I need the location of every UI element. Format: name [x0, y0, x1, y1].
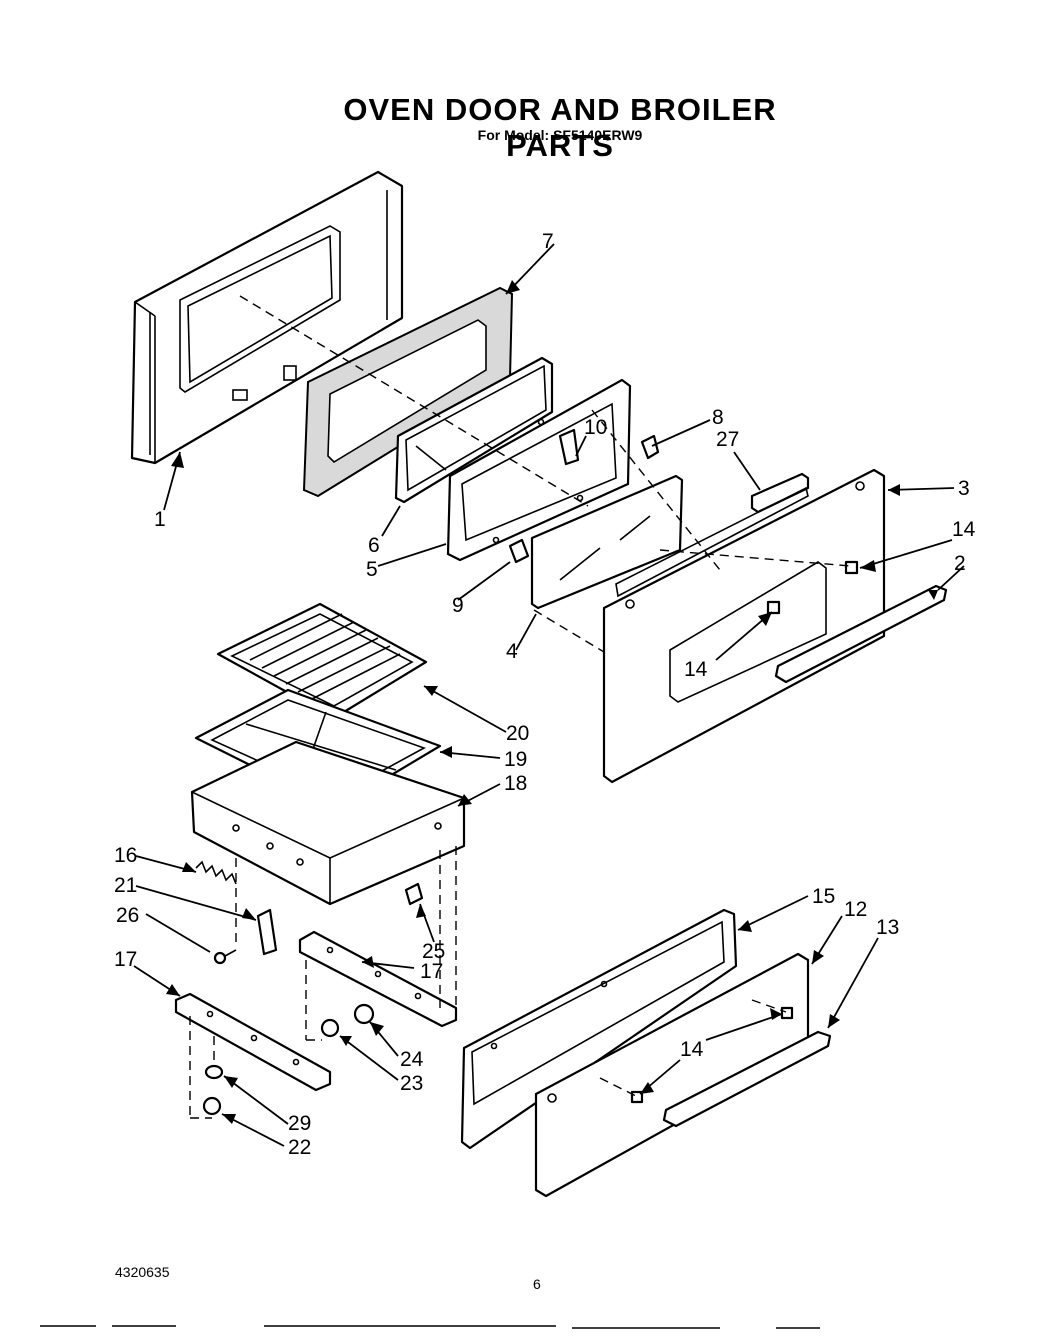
page-edge-marks	[40, 1325, 820, 1329]
callout-4: 4	[506, 640, 518, 663]
drawer-handle-part	[662, 1030, 832, 1128]
callout-14-drawer: 14	[680, 1038, 704, 1061]
callout-22: 22	[288, 1136, 311, 1159]
callout-17-lower: 17	[114, 948, 137, 971]
callout-24: 24	[400, 1048, 424, 1071]
callout-3: 3	[958, 477, 970, 500]
pan-clip-part	[404, 882, 424, 906]
broiler-guide-lines	[189, 846, 457, 1119]
callout-27: 27	[716, 428, 739, 451]
spacer-part	[630, 1090, 644, 1104]
callout-13: 13	[876, 916, 899, 939]
callout-10: 10	[584, 416, 607, 439]
door-handle-part	[774, 584, 948, 684]
spacer-part	[780, 1006, 794, 1020]
roller-part	[202, 1096, 222, 1116]
callout-17-upper: 17	[420, 960, 443, 983]
glass-retainer-frame-part	[446, 378, 632, 562]
page-number: 6	[533, 1276, 541, 1292]
callout-7: 7	[542, 230, 554, 253]
broiler-pan-part	[190, 740, 466, 906]
spring-part	[195, 860, 237, 885]
document-number: 4320635	[115, 1264, 170, 1280]
callout-8: 8	[712, 406, 724, 429]
trim-strip-part	[750, 472, 810, 514]
drawer-inner-panel-part	[460, 908, 738, 1150]
outer-door-panel-part	[602, 468, 886, 784]
door-liner-part	[130, 170, 404, 465]
callout-12: 12	[844, 898, 867, 921]
door-gasket-part	[302, 286, 514, 498]
callout-19: 19	[504, 748, 527, 771]
spacer-part	[844, 560, 859, 575]
drawer-guide-lines	[599, 999, 787, 1097]
callout-6: 6	[368, 534, 380, 557]
model-subtitle: For Model: SF5140ERW9	[477, 127, 643, 143]
bushing-part	[353, 1003, 375, 1025]
assembly-guide-lines	[239, 295, 851, 653]
callout-23: 23	[400, 1072, 423, 1095]
leader-arrowheads	[166, 280, 938, 1124]
rail-part	[298, 930, 458, 1028]
clip-part	[640, 434, 660, 460]
callout-labels: 1 7 6 5 9 10 8 27 3 14 2 4 14 20 19 18 1…	[114, 230, 976, 1159]
screw-part	[213, 949, 237, 965]
callout-1: 1	[154, 508, 166, 531]
page-title: OVEN DOOR AND BROILER PARTS	[343, 92, 777, 163]
callout-2: 2	[954, 552, 966, 575]
callout-9: 9	[452, 594, 464, 617]
latch-part	[256, 908, 278, 956]
callout-18: 18	[504, 772, 527, 795]
inner-glass-frame-part	[394, 356, 554, 504]
callout-5: 5	[366, 558, 378, 581]
spacer-part	[766, 600, 781, 615]
callout-16: 16	[114, 844, 137, 867]
callout-29: 29	[288, 1112, 311, 1135]
rail-part	[174, 992, 332, 1092]
roller-part	[320, 1018, 340, 1038]
bushing-part	[204, 1064, 224, 1080]
bracket-part	[508, 538, 530, 564]
broiler-grid-part	[216, 602, 428, 720]
callout-25: 25	[422, 940, 445, 963]
callout-14-door-center: 14	[684, 658, 708, 681]
callout-14-door-right: 14	[952, 518, 976, 541]
callout-21: 21	[114, 874, 137, 897]
outer-glass-part	[530, 474, 684, 610]
callout-20: 20	[506, 722, 529, 745]
callout-26: 26	[116, 904, 139, 927]
callout-15: 15	[812, 885, 835, 908]
